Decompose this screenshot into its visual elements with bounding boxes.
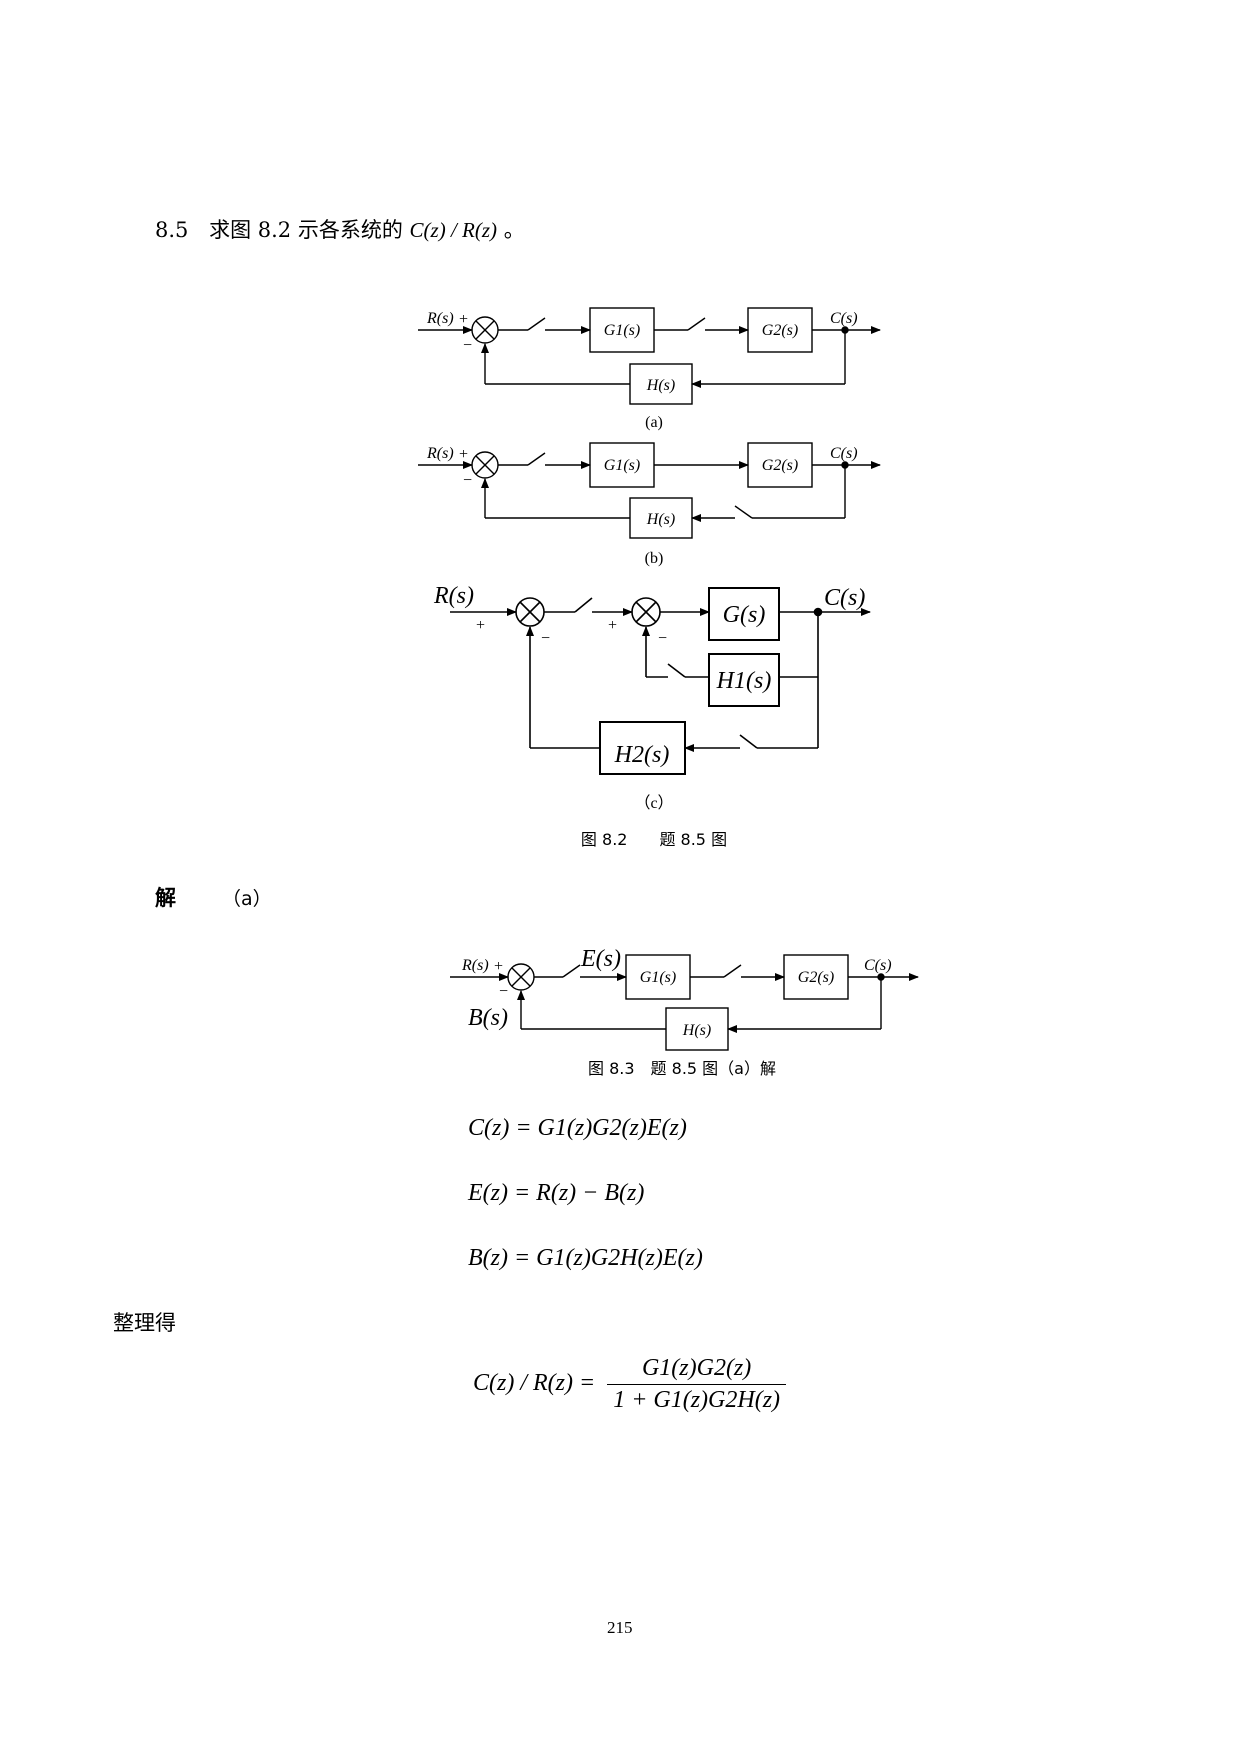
b-label: B(s)	[468, 1005, 508, 1031]
sampler-switch	[739, 734, 758, 749]
equation-3: B(z) = G1(z)G2H(z)E(z)	[468, 1245, 703, 1271]
plus-sign: +	[459, 446, 468, 463]
output-label: C(s)	[864, 957, 892, 974]
g-label: G(s)	[723, 602, 766, 628]
solution-sub: （a）	[222, 888, 272, 910]
h1-label: H1(s)	[716, 668, 772, 694]
page-number: 215	[607, 1618, 633, 1637]
diagram-solution	[450, 954, 919, 1051]
caption-a: (a)	[645, 414, 663, 431]
caption-c: （c）	[634, 794, 673, 812]
problem-statement: 8.5 求图 8.2 示各系统的 C(z) / R(z) 。	[155, 214, 525, 244]
result-fraction: G1(z)G2(z) 1 + G1(z)G2H(z)	[607, 1355, 787, 1414]
diagram-b-labels: R(s) + − G1(s) G2(s) H(s) C(s) (b)	[426, 445, 858, 567]
result-denominator: 1 + G1(z)G2H(z)	[613, 1387, 781, 1413]
diagram-a-labels: R(s) + − G1(s) G2(s) H(s) C(s) (a)	[426, 310, 858, 431]
g1-label: G1(s)	[640, 969, 676, 986]
sampler-switch	[527, 317, 546, 331]
minus-sign: −	[463, 337, 472, 354]
g2-label: G2(s)	[762, 322, 798, 339]
g1-label: G1(s)	[604, 322, 640, 339]
minus-sign-1: −	[541, 630, 550, 647]
sampler-switch	[723, 964, 742, 978]
sampler-switch	[734, 505, 753, 519]
h-label: H(s)	[682, 1022, 711, 1039]
result-lhs: C(z) / R(z) =	[473, 1370, 596, 1397]
input-label: R(s)	[426, 445, 454, 462]
result-numerator: G1(z)G2(z)	[607, 1355, 787, 1385]
sampler-switch	[562, 964, 581, 978]
plus-sign-1: +	[476, 617, 485, 634]
minus-sign: −	[463, 472, 472, 489]
input-label: R(s)	[426, 310, 454, 327]
diagram-a	[418, 307, 881, 405]
problem-text: 求图 8.2 示各系统的	[209, 218, 403, 242]
plus-sign: +	[494, 958, 503, 975]
plus-sign: +	[459, 311, 468, 328]
problem-end: 。	[503, 218, 525, 242]
equation-2: E(z) = R(z) − B(z)	[468, 1180, 645, 1206]
sampler-switch	[527, 452, 546, 466]
g1-label: G1(s)	[604, 457, 640, 474]
minus-sign-2: −	[658, 630, 667, 647]
input-label: R(s)	[433, 583, 474, 609]
output-label: C(s)	[824, 585, 865, 611]
h2-label: H2(s)	[614, 742, 670, 768]
caption-b: (b)	[645, 550, 664, 567]
diagram-c	[450, 587, 871, 775]
problem-number: 8.5	[155, 218, 189, 242]
diagram-solution-labels: R(s) + − E(s) B(s) G1(s) G2(s) H(s) C(s)…	[461, 946, 892, 1078]
solution-label: 解	[155, 886, 176, 910]
input-label: R(s)	[461, 957, 489, 974]
result-equation: C(z) / R(z) = G1(z)G2(z) 1 + G1(z)G2H(z)	[473, 1355, 787, 1414]
sampler-switch	[687, 317, 706, 331]
minus-sign: −	[499, 983, 508, 1000]
sampler-switch	[667, 663, 686, 678]
output-label: C(s)	[830, 310, 858, 327]
output-label: C(s)	[830, 445, 858, 462]
diagram-b	[418, 442, 881, 539]
h-label: H(s)	[646, 377, 675, 394]
h-label: H(s)	[646, 511, 675, 528]
g2-label: G2(s)	[762, 457, 798, 474]
h1-block	[708, 653, 780, 707]
tidy-label: 整理得	[113, 1311, 176, 1335]
plus-sign-2: +	[608, 617, 617, 634]
diagram-c-labels: R(s) + − + − G(s) H1(s) H2(s) C(s) （c）	[433, 583, 865, 812]
equation-1: C(z) = G1(z)G2(z)E(z)	[468, 1115, 687, 1141]
e-label: E(s)	[580, 946, 621, 972]
caption-solution: 图 8.3 题 8.5 图（a）解	[588, 1059, 776, 1078]
problem-expression: C(z) / R(z)	[409, 218, 498, 242]
sampler-switch	[574, 597, 593, 613]
figure-caption: 图 8.2 题 8.5 图	[581, 830, 727, 849]
g2-label: G2(s)	[798, 969, 834, 986]
g-block	[708, 587, 780, 641]
